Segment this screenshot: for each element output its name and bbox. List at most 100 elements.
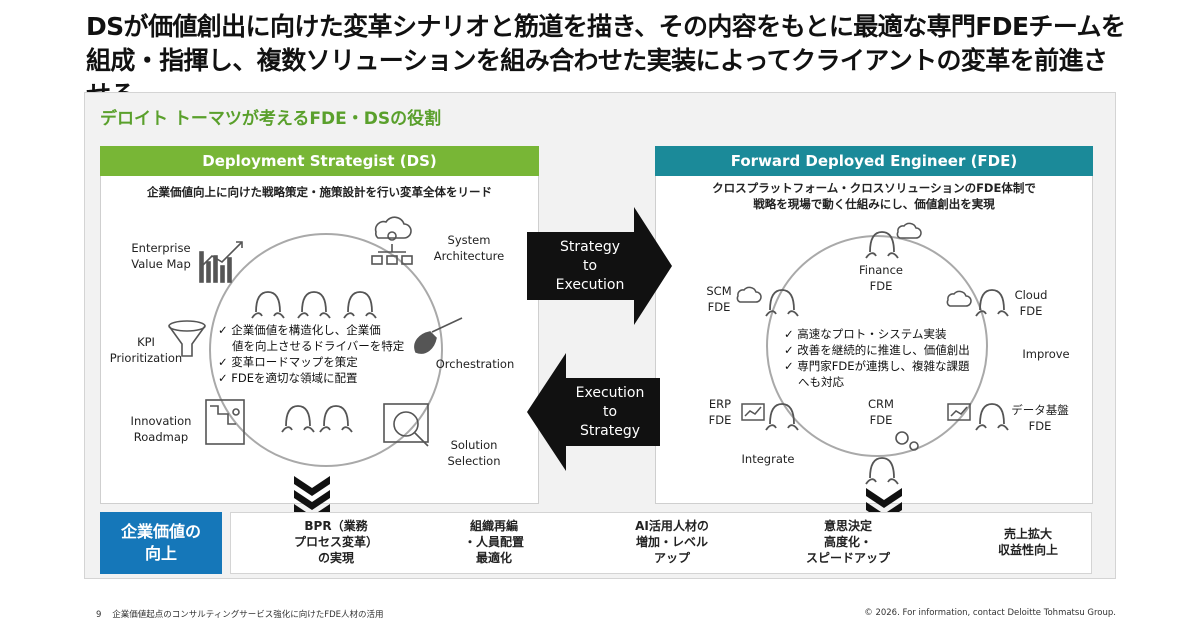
outcome-decision-making-line-1: 意思決定 xyxy=(823,519,872,533)
orchestration-baton-icon xyxy=(414,317,463,354)
fde-label-cloud-line-1: Cloud xyxy=(1014,288,1048,302)
value-map-chart-icon xyxy=(199,241,243,283)
corporate-value-label-line-2: 向上 xyxy=(144,544,177,563)
funnel-icon xyxy=(168,320,206,357)
fde-label-cloud-line-2: FDE xyxy=(1019,304,1043,318)
ds-label-kpi-prioritization: KPI Prioritization xyxy=(104,334,188,366)
execution-to-strategy-line-3: Strategy xyxy=(580,423,640,439)
ds-header: Deployment Strategist (DS) xyxy=(100,146,539,176)
fde-label-erp-line-1: ERP xyxy=(708,397,732,411)
fde-label-finance: Finance FDE xyxy=(846,262,916,294)
architecture-icon xyxy=(371,216,413,265)
ds-person-icons xyxy=(251,291,377,433)
fde-gears-icon xyxy=(895,431,919,451)
outcome-revenue-line-1: 売上拡大 xyxy=(1003,527,1052,541)
fde-label-finance-line-1: Finance xyxy=(859,263,903,277)
fde-label-finance-line-2: FDE xyxy=(869,279,893,293)
ds-label-kpi-prioritization-line-2: Prioritization xyxy=(109,351,183,365)
outcome-bpr-line-1: BPR（業務 xyxy=(304,519,368,533)
fde-label-scm-line-1: SCM xyxy=(706,284,732,298)
outcome-ai-talent-line-1: AI活用人材の xyxy=(635,519,709,533)
fde-label-scm-line-2: FDE xyxy=(707,300,731,314)
ds-label-kpi-prioritization-line-1: KPI xyxy=(137,335,155,349)
value-outcomes-strip xyxy=(230,512,1092,574)
corporate-value-label-line-1: 企業価値の xyxy=(120,522,201,541)
strategy-to-execution-line-1: Strategy xyxy=(560,239,620,255)
outcome-decision-making-line-3: スピードアップ xyxy=(805,551,890,565)
ds-label-solution-selection-line-2: Selection xyxy=(447,454,501,468)
fde-label-crm-line-2: FDE xyxy=(869,413,893,427)
ds-label-orchestration: Orchestration xyxy=(435,357,515,371)
fde-label-integrate: Integrate xyxy=(741,452,795,466)
fde-dashboard-icons xyxy=(741,403,971,421)
ds-label-system-architecture: System Architecture xyxy=(426,232,512,264)
fde-label-data-platform: データ基盤 FDE xyxy=(1000,402,1080,434)
execution-to-strategy-arrow xyxy=(527,353,660,471)
fde-person-icons xyxy=(765,231,1009,485)
outcome-decision-making: 意思決定 高度化・ スピードアップ xyxy=(796,518,900,566)
fde-label-crm-line-1: CRM xyxy=(868,397,894,411)
outcome-ai-talent-line-2: 増加・レベル xyxy=(635,535,708,549)
solution-magnifier-icon xyxy=(383,403,429,447)
footer-left: 9 企業価値起点のコンサルティングサービス強化に向けたFDE人材の活用 xyxy=(96,608,384,620)
ds-label-enterprise-value-map-line-2: Value Map xyxy=(131,257,191,271)
outcome-ai-talent: AI活用人材の 増加・レベル アップ xyxy=(620,518,724,566)
ds-label-solution-selection-line-1: Solution xyxy=(450,438,498,452)
execution-to-strategy-line-2: to xyxy=(602,404,618,420)
ds-label-system-architecture-line-1: System xyxy=(447,233,491,247)
headline-line-2: 組成・指揮し、複数ソリューションを組み合わせた実装によってクライアントの変革を前… xyxy=(86,46,1108,109)
fde-bullet: へも対応 xyxy=(798,375,844,389)
ds-label-solution-selection: Solution Selection xyxy=(434,437,514,469)
page-number: 9 xyxy=(96,610,102,620)
fde-bullet: ✓ 高速なプロト・システム実装 xyxy=(784,327,947,341)
fde-subtitle-line-2: 戦略を現場で動く仕組みにし、価値創出を実現 xyxy=(753,197,995,211)
ds-label-system-architecture-line-2: Architecture xyxy=(433,249,505,263)
corporate-value-label: 企業価値の 向上 xyxy=(100,512,222,574)
fde-bullet-list: ✓ 高速なプロト・システム実装 ✓ 改善を継続的に推進し、価値創出 ✓ 専門家F… xyxy=(784,326,970,390)
outcome-org-restructure: 組織再編 ・人員配置 最適化 xyxy=(446,518,542,566)
execution-to-strategy-line-1: Execution xyxy=(575,385,645,401)
fde-label-cloud: Cloud FDE xyxy=(1006,287,1056,319)
outcome-bpr-line-3: の実現 xyxy=(317,551,354,565)
outcome-revenue-line-2: 収益性向上 xyxy=(997,543,1058,557)
outcome-org-restructure-line-2: ・人員配置 xyxy=(463,535,524,549)
outcome-bpr-line-2: プロセス変革） xyxy=(293,535,378,549)
ds-panel xyxy=(100,146,539,504)
document-title: 企業価値起点のコンサルティングサービス強化に向けたFDE人材の活用 xyxy=(112,610,384,620)
headline: DSが価値創出に向けた変革シナリオと筋道を描き、その内容をもとに最適な専門FDE… xyxy=(86,10,1126,112)
outcome-org-restructure-line-1: 組織再編 xyxy=(469,519,518,533)
section-title: デロイト トーマツが考えるFDE・DSの役割 xyxy=(100,109,442,129)
ds-label-enterprise-value-map-line-1: Enterprise xyxy=(131,241,191,255)
ds-bullet: ✓ 企業価値を構造化し、企業価 xyxy=(218,323,381,337)
fde-bullet: ✓ 改善を継続的に推進し、価値創出 xyxy=(784,343,970,357)
fde-label-data-platform-line-1: データ基盤 xyxy=(1011,403,1069,417)
roadmap-scroll-icon xyxy=(205,399,245,445)
ds-subtitle: 企業価値向上に向けた戦略策定・施策設計を行い変革全体をリード xyxy=(147,185,492,199)
ds-bullet-list: ✓ 企業価値を構造化し、企業価 値を向上させるドライバーを特定 ✓ 変革ロードマ… xyxy=(218,322,404,386)
fde-cloud-icons xyxy=(736,222,972,307)
fde-label-crm: CRM FDE xyxy=(856,396,906,428)
outcome-revenue: 売上拡大 収益性向上 xyxy=(978,526,1078,558)
outcome-bpr: BPR（業務 プロセス変革） の実現 xyxy=(282,518,390,566)
fde-cycle-ring xyxy=(766,235,988,457)
ds-label-innovation-roadmap: Innovation Roadmap xyxy=(120,413,202,445)
fde-label-data-platform-line-2: FDE xyxy=(1028,419,1052,433)
ds-cycle-ring xyxy=(209,233,443,467)
ds-bullet: ✓ FDEを適切な領域に配置 xyxy=(218,371,358,385)
fde-label-erp: ERP FDE xyxy=(700,396,740,428)
ds-label-enterprise-value-map: Enterprise Value Map xyxy=(118,240,204,272)
fde-subtitle-line-1: クロスプラットフォーム・クロスソリューションのFDE体制で xyxy=(712,181,1036,195)
strategy-to-execution-label: Strategy to Execution xyxy=(540,238,640,295)
outcome-org-restructure-line-3: 最適化 xyxy=(475,551,512,565)
strategy-to-execution-line-2: to xyxy=(582,258,598,274)
fde-label-scm: SCM FDE xyxy=(696,283,742,315)
ds-label-innovation-roadmap-line-2: Roadmap xyxy=(133,430,189,444)
fde-subtitle: クロスプラットフォーム・クロスソリューションのFDE体制で 戦略を現場で動く仕組… xyxy=(655,180,1093,212)
fde-header: Forward Deployed Engineer (FDE) xyxy=(655,146,1093,176)
ds-bullet: 値を向上させるドライバーを特定 xyxy=(232,339,405,353)
headline-line-1: DSが価値創出に向けた変革シナリオと筋道を描き、その内容をもとに最適な専門FDE… xyxy=(86,12,1126,41)
ds-bullet: ✓ 変革ロードマップを策定 xyxy=(218,355,358,369)
fde-label-improve: Improve xyxy=(1022,347,1070,361)
copyright: © 2026. For information, contact Deloitt… xyxy=(864,608,1116,618)
strategy-to-execution-arrow xyxy=(527,207,672,325)
